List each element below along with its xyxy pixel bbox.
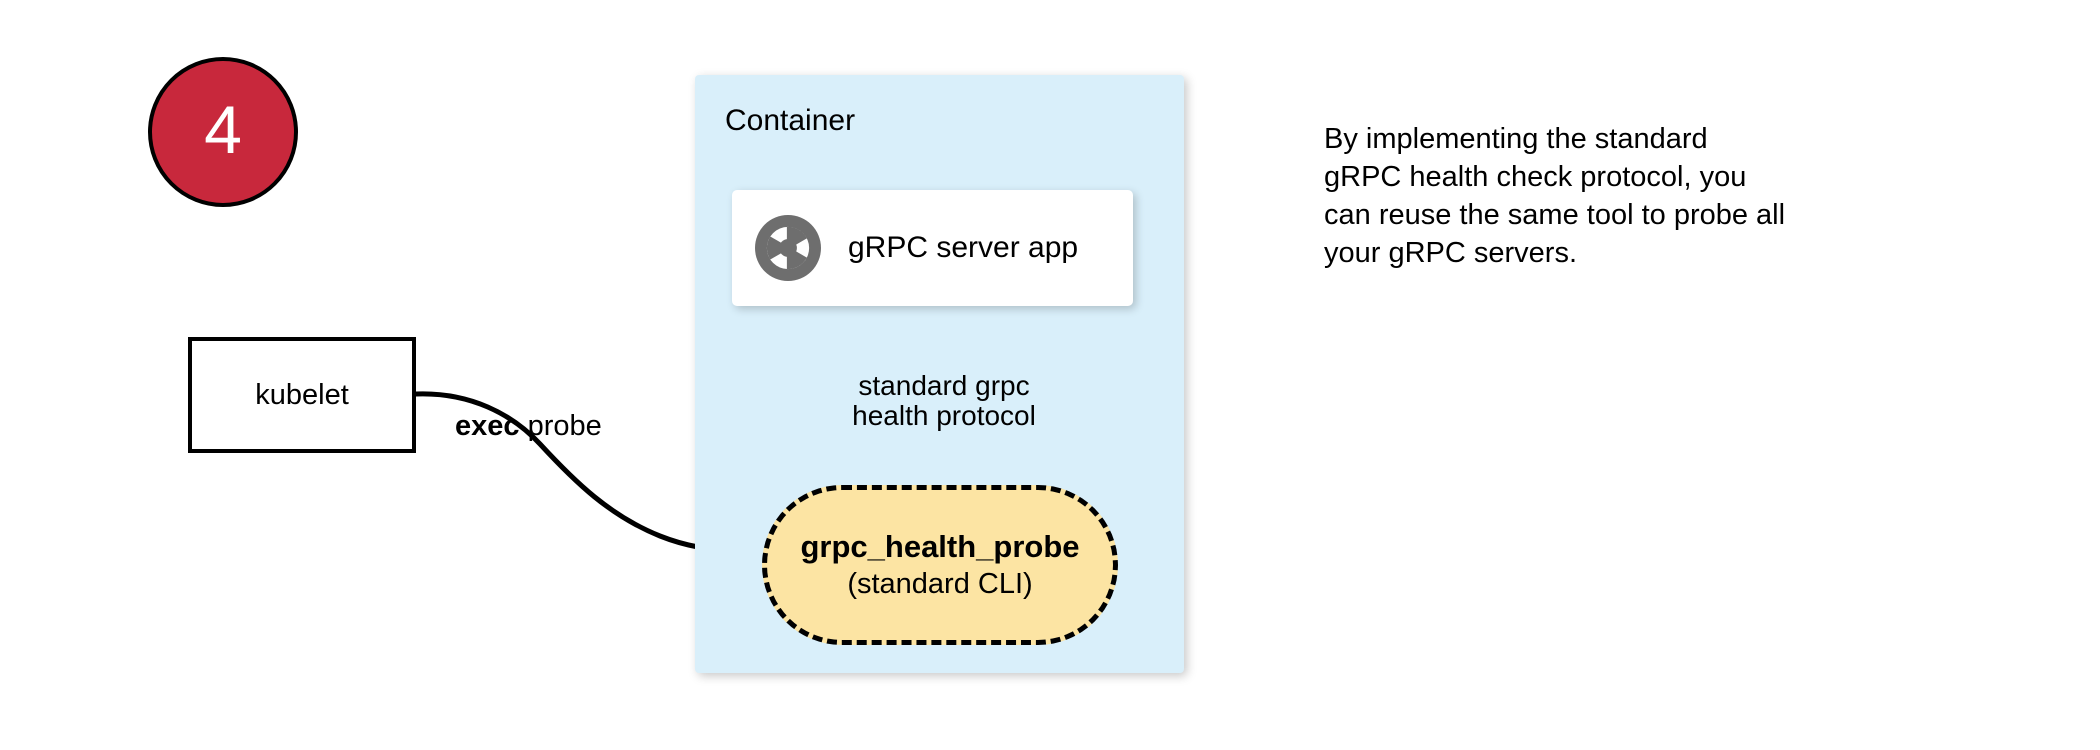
grpc-server-app-label: gRPC server app — [848, 231, 1079, 264]
grpc-health-probe-subtitle: (standard CLI) — [847, 568, 1033, 601]
kubelet-node: kubelet — [188, 337, 416, 453]
kubelet-label: kubelet — [255, 378, 349, 411]
grpc-health-probe-node: grpc_health_probe (standard CLI) — [762, 485, 1118, 645]
step-number-badge: 4 — [148, 57, 298, 207]
container-title: Container — [725, 104, 856, 137]
grpc-health-probe-title: grpc_health_probe — [800, 528, 1080, 564]
explanation-note: By implementing the standard gRPC health… — [1324, 123, 1786, 269]
exec-probe-label: exec probe — [455, 412, 602, 441]
grpc-server-app-card: gRPC server app — [732, 190, 1133, 306]
health-protocol-label: standard grpc health protocol — [852, 370, 1036, 432]
exec-probe-label-rest: probe — [519, 410, 602, 442]
step-number-label: 4 — [204, 92, 242, 168]
exec-probe-label-bold: exec — [455, 410, 520, 442]
grpc-aperture-icon — [755, 215, 821, 281]
